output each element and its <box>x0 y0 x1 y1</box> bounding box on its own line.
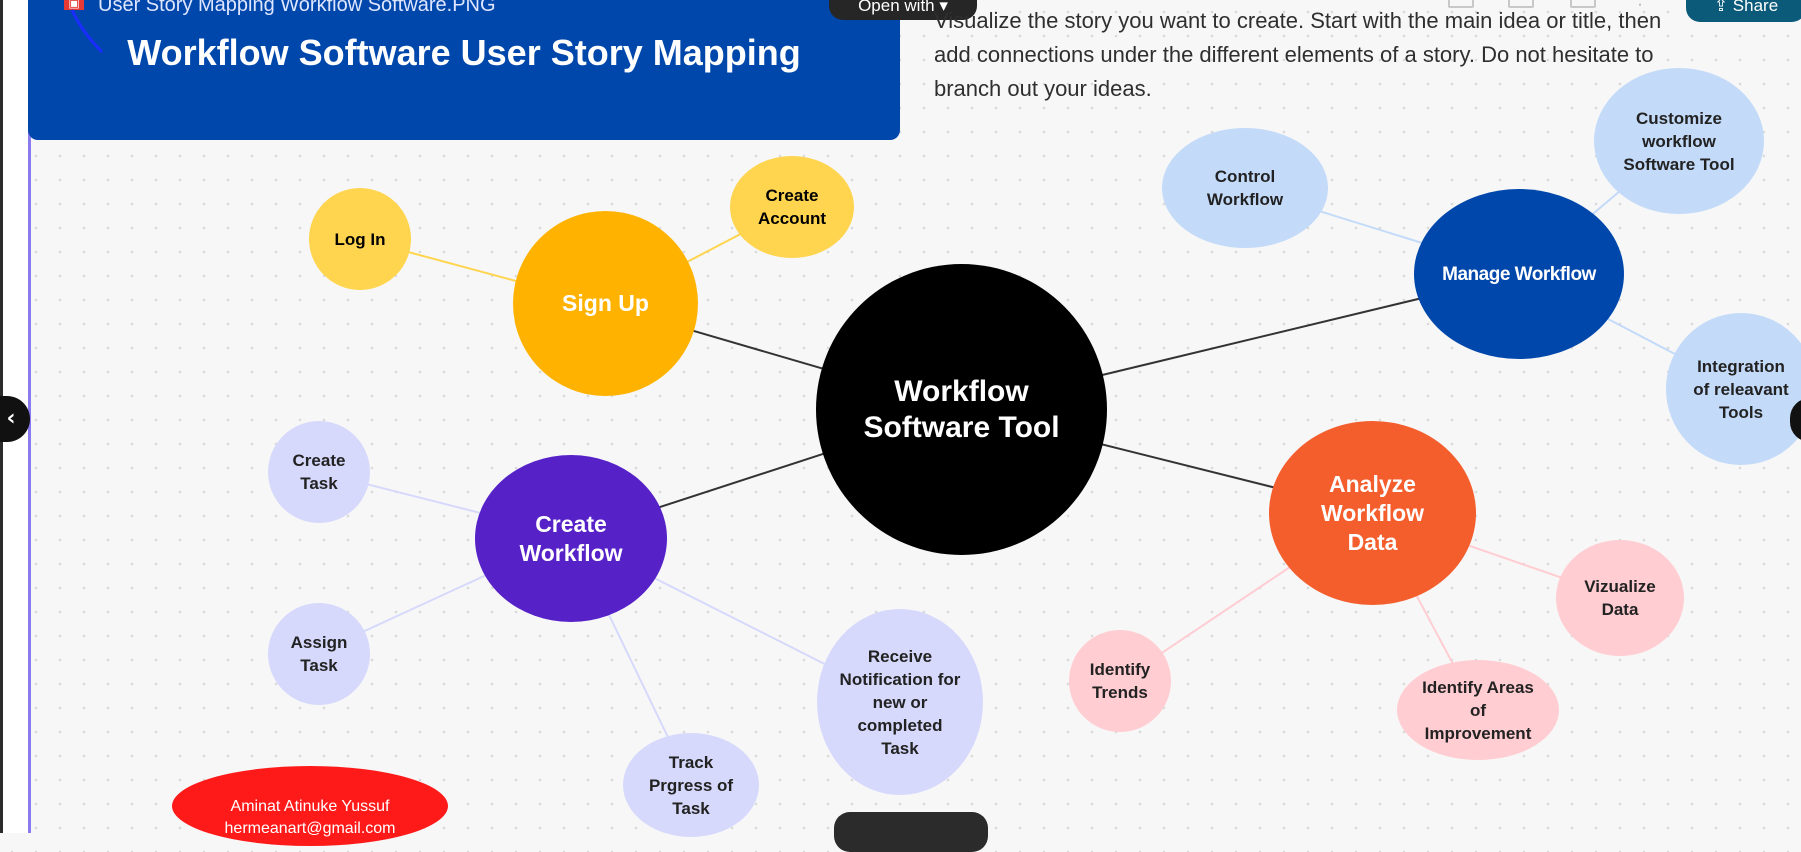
integration-tools-node[interactable]: Integration of releavant Tools <box>1666 313 1801 465</box>
author-badge: Aminat Atinuke Yussuf hermeanart@gmail.c… <box>172 766 448 846</box>
zoom-controls[interactable] <box>834 812 988 852</box>
visualize-data-node[interactable]: Vizualize Data <box>1556 540 1684 656</box>
receive-notification-node[interactable]: Receive Notification for new or complete… <box>817 609 983 795</box>
log-in-node[interactable]: Log In <box>309 188 411 290</box>
open-with-button[interactable]: Open with ▾ <box>829 0 977 20</box>
instructions-text: Visualize the story you want to create. … <box>934 8 1662 101</box>
create-account-node[interactable]: Create Account <box>730 156 854 258</box>
comment-icon[interactable] <box>1448 0 1474 8</box>
file-name: User Story Mapping Workflow Software.PNG <box>98 0 496 16</box>
create-task-node[interactable]: Create Task <box>268 421 370 523</box>
download-icon[interactable] <box>1570 0 1596 8</box>
pen-stroke-icon <box>70 9 104 54</box>
share-icon: ⇪ <box>1713 0 1733 15</box>
track-progress-node[interactable]: Track Prgress of Task <box>623 733 759 837</box>
share-button[interactable]: ⇪ Share <box>1686 0 1801 22</box>
analyze-workflow-data-node[interactable]: Analyze Workflow Data <box>1269 421 1476 605</box>
chevron-down-icon: ▾ <box>939 0 948 15</box>
chevron-left-icon: ‹ <box>6 406 16 431</box>
open-with-label: Open with <box>858 0 935 15</box>
identify-improvement-node[interactable]: Identify Areas of Improvement <box>1397 660 1559 760</box>
print-icon[interactable] <box>1508 0 1534 8</box>
next-button[interactable] <box>1790 398 1801 442</box>
assign-task-node[interactable]: Assign Task <box>268 603 370 705</box>
share-label: Share <box>1732 0 1779 15</box>
manage-workflow-node[interactable]: Manage Workflow <box>1414 189 1624 359</box>
customize-workflow-node[interactable]: Customize workflow Software Tool <box>1594 68 1764 214</box>
author-email: hermeanart@gmail.com <box>224 820 396 837</box>
control-workflow-node[interactable]: Control Workflow <box>1162 128 1328 248</box>
more-icon[interactable]: ⋮ <box>1630 0 1650 7</box>
author-name: Aminat Atinuke Yussuf <box>230 798 390 815</box>
board-title: Workflow Software User Story Mapping <box>127 32 801 73</box>
center-node[interactable]: Workflow Software Tool <box>816 264 1107 555</box>
identify-trends-node[interactable]: Identify Trends <box>1069 630 1171 732</box>
create-workflow-node[interactable]: Create Workflow <box>475 455 667 622</box>
title-banner: ▣ User Story Mapping Workflow Software.P… <box>28 0 900 140</box>
sign-up-node[interactable]: Sign Up <box>513 211 698 396</box>
image-file-icon: ▣ <box>64 0 84 10</box>
